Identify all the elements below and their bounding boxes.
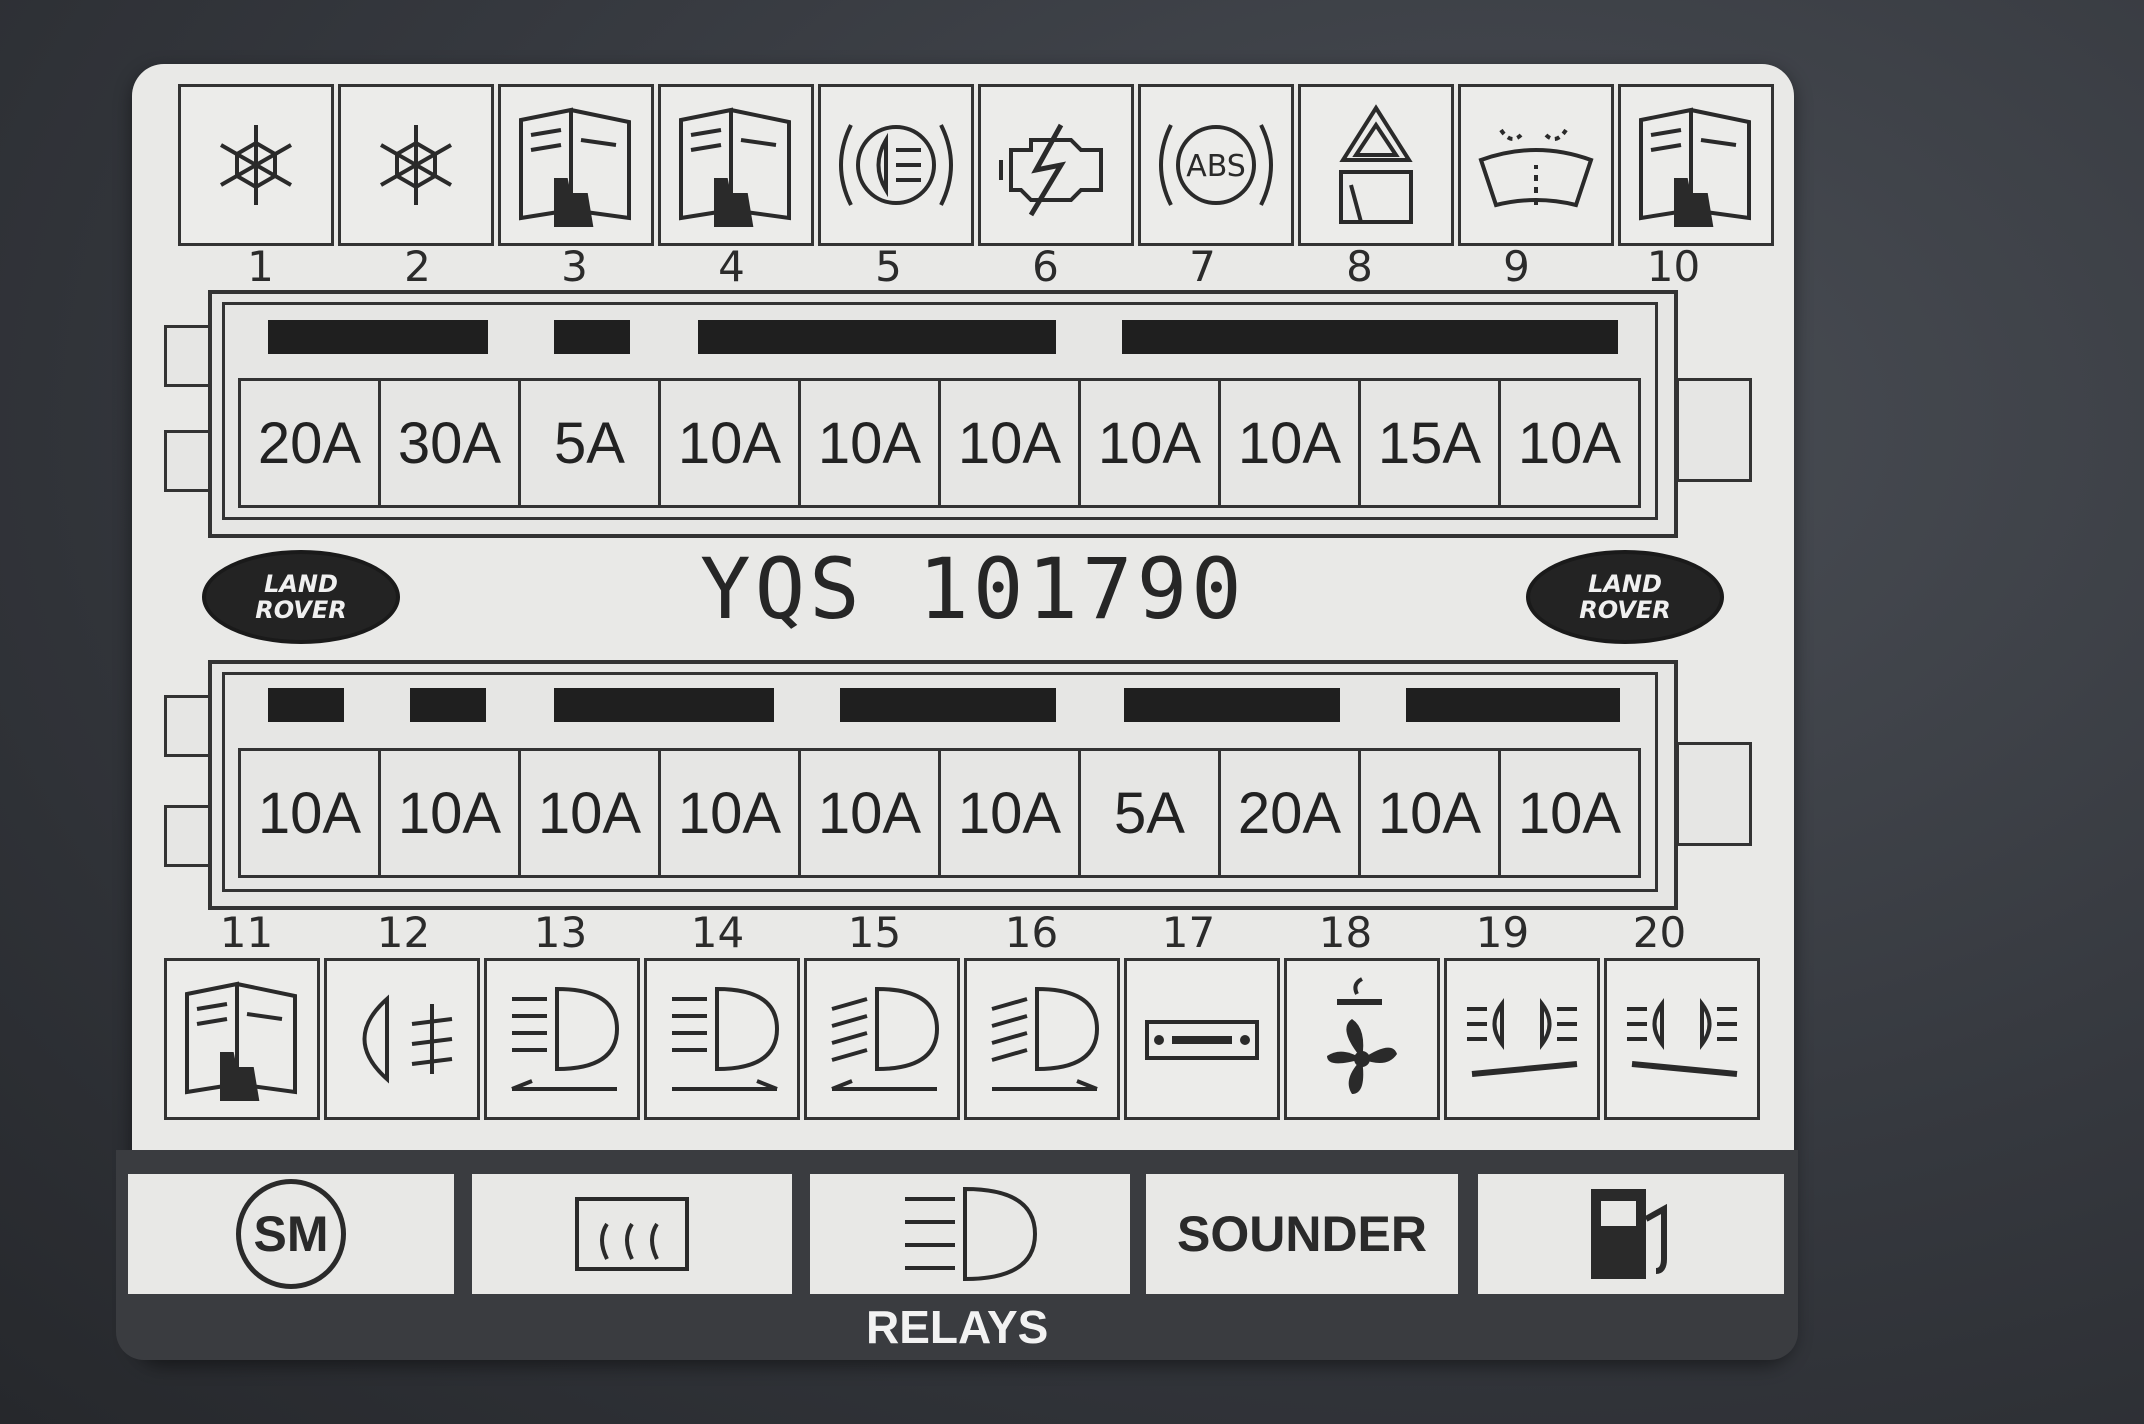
connector-tab bbox=[1676, 378, 1752, 482]
front-fog-right-icon bbox=[1444, 958, 1600, 1120]
fog-lamp-icon bbox=[818, 84, 974, 246]
relay-sounder: SOUNDER bbox=[1146, 1174, 1458, 1294]
bottom-fuse-frame bbox=[222, 672, 1658, 892]
manual-icon bbox=[498, 84, 654, 246]
bus-bar bbox=[554, 320, 630, 354]
fuse-rating: 10A bbox=[801, 381, 941, 505]
snowflake-icon bbox=[338, 84, 494, 246]
fuse-rating: 20A bbox=[1221, 751, 1361, 875]
snowflake-icon bbox=[178, 84, 334, 246]
logo-line2: ROVER bbox=[1579, 596, 1671, 624]
fuse-rating: 10A bbox=[1361, 751, 1501, 875]
fuse-rating: 20A bbox=[241, 381, 381, 505]
fuse-number: 18 bbox=[1318, 908, 1373, 957]
headlamp-icon bbox=[810, 1174, 1130, 1294]
abs-icon: ABS bbox=[1138, 84, 1294, 246]
headlamp-right-icon bbox=[644, 958, 800, 1120]
fuse-rating: 10A bbox=[801, 751, 941, 875]
land-rover-logo: LAND ROVER bbox=[202, 550, 400, 644]
fuse-rating: 30A bbox=[381, 381, 521, 505]
fuse-rating: 10A bbox=[1517, 780, 1622, 846]
fuse-number: 1 bbox=[247, 242, 274, 291]
fuse-number: 12 bbox=[376, 908, 431, 957]
fuse-rating: 10A bbox=[661, 751, 801, 875]
svg-text:ABS: ABS bbox=[1186, 149, 1246, 184]
front-fog-left-icon bbox=[1604, 958, 1760, 1120]
fuse-number: 20 bbox=[1632, 908, 1687, 957]
wiper-icon bbox=[1458, 84, 1614, 246]
bus-bar bbox=[410, 688, 486, 722]
logo-line2: ROVER bbox=[255, 596, 347, 624]
fuse-number: 5 bbox=[875, 242, 902, 291]
bus-bar bbox=[840, 688, 1056, 722]
fuse-rating: 10A bbox=[521, 751, 661, 875]
fuse-number: 10 bbox=[1646, 242, 1701, 291]
fuse-number: 4 bbox=[718, 242, 745, 291]
fuse-number: 7 bbox=[1189, 242, 1216, 291]
fuse-number: 16 bbox=[1004, 908, 1059, 957]
logo-line1: LAND bbox=[1588, 570, 1662, 598]
fuse-rating: 10A bbox=[1081, 381, 1221, 505]
fuse-number: 19 bbox=[1475, 908, 1530, 957]
fuse-rating: 10A bbox=[941, 381, 1081, 505]
bus-bar bbox=[268, 320, 488, 354]
fuse-number: 3 bbox=[561, 242, 588, 291]
fuse-number: 17 bbox=[1161, 908, 1216, 957]
fuse-number: 13 bbox=[533, 908, 588, 957]
relay-sm: SM bbox=[128, 1174, 454, 1294]
sidelight-icon bbox=[324, 958, 480, 1120]
hazard-washer-icon bbox=[1298, 84, 1454, 246]
fuse-number: 11 bbox=[219, 908, 274, 957]
bus-bar bbox=[1124, 688, 1340, 722]
manual-icon bbox=[1618, 84, 1774, 246]
fuse-rating: 10A bbox=[661, 381, 801, 505]
land-rover-logo: LAND ROVER bbox=[1526, 550, 1724, 644]
fuse-rating: 15A bbox=[1361, 381, 1501, 505]
fuse-rating: 10A bbox=[381, 751, 521, 875]
radio-icon bbox=[1124, 958, 1280, 1120]
engine-icon bbox=[978, 84, 1134, 246]
bottom-fuse-row: 10A 10A 10A 10A 10A 10A 5A 20A 10A 10A bbox=[238, 748, 1641, 878]
top-fuse-frame bbox=[222, 302, 1658, 520]
connector-tab bbox=[1676, 742, 1752, 846]
bus-bar bbox=[554, 688, 774, 722]
fuse-number: 2 bbox=[404, 242, 431, 291]
fuel-pump-icon bbox=[1478, 1174, 1784, 1294]
rear-defrost-icon bbox=[472, 1174, 792, 1294]
smoke-fan-icon bbox=[1284, 958, 1440, 1120]
bottom-icon-row bbox=[164, 958, 1764, 1120]
fuse-rating: 10A bbox=[941, 751, 1081, 875]
fuse-number: 6 bbox=[1032, 242, 1059, 291]
bus-bar bbox=[1122, 320, 1618, 354]
fuse-rating: 5A bbox=[521, 381, 661, 505]
bottom-fuse-numbers: 11 12 13 14 15 16 17 18 19 20 bbox=[168, 908, 1738, 957]
top-fuse-row: 20A 30A 5A 10A 10A 10A 10A 10A 15A 10A bbox=[238, 378, 1641, 508]
fuse-number: 8 bbox=[1346, 242, 1373, 291]
bus-bar bbox=[698, 320, 1056, 354]
relay-sm-label: SM bbox=[253, 1206, 329, 1262]
fuse-number: 14 bbox=[690, 908, 745, 957]
top-icon-row: ABS bbox=[178, 84, 1778, 246]
fuse-rating: 10A bbox=[1221, 381, 1361, 505]
manual-icon bbox=[658, 84, 814, 246]
relay-sounder-label: SOUNDER bbox=[1176, 1206, 1428, 1262]
fuse-number: 9 bbox=[1503, 242, 1530, 291]
fuse-rating: 5A bbox=[1081, 751, 1221, 875]
headlamp-left-icon bbox=[484, 958, 640, 1120]
logo-line1: LAND bbox=[264, 570, 338, 598]
bus-bar bbox=[1406, 688, 1620, 722]
headlamp-dip-right-icon bbox=[964, 958, 1120, 1120]
headlamp-dip-left-icon bbox=[804, 958, 960, 1120]
manual-icon bbox=[164, 958, 320, 1120]
sm-circle: SM bbox=[236, 1179, 346, 1289]
fuse-rating: 10A bbox=[1517, 410, 1622, 476]
fuse-number: 15 bbox=[847, 908, 902, 957]
bus-bar bbox=[268, 688, 344, 722]
top-fuse-numbers: 1 2 3 4 5 6 7 8 9 10 bbox=[182, 242, 1752, 291]
fuse-rating: 10A bbox=[241, 751, 381, 875]
part-number: YQS 101790 bbox=[700, 540, 1246, 638]
relays-label: RELAYS bbox=[866, 1301, 1049, 1353]
connector-tab bbox=[164, 325, 216, 387]
